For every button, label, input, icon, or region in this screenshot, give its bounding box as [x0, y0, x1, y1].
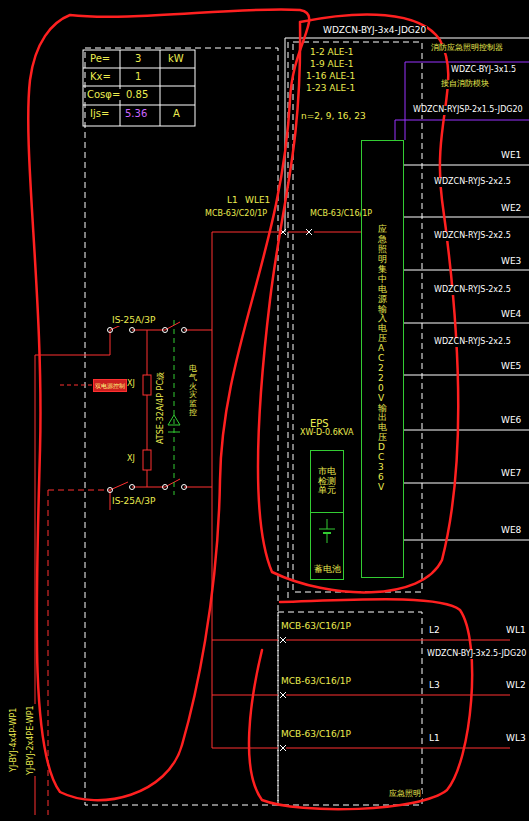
red-markup: [28, 9, 472, 809]
label-text: WE7: [500, 469, 522, 479]
label-text: YJ-BYJ-2x4PE-WP1: [27, 704, 36, 776]
label-text: L1: [226, 196, 239, 206]
label-text: MCB-63/C16/1P: [309, 210, 373, 219]
label-text: WDZC-BYJ-3x1.5: [450, 66, 517, 75]
parameter-grid: [83, 50, 195, 126]
label-text: WLE1: [244, 196, 271, 206]
label-text: IS-25A/3P: [111, 497, 156, 507]
label-text: 应急照明: [388, 790, 422, 799]
label-text: 1-23 ALE-1: [305, 84, 356, 94]
feeder-wires: [285, 38, 529, 540]
label-text: L3: [428, 681, 441, 691]
label-text: WDZCN-BYJ-3x2.5-JDG20: [426, 650, 527, 659]
label-text: IS-25A/3P: [111, 316, 156, 326]
node-text: 市电 检测 单元: [318, 467, 337, 497]
battery-box: 蓄电池: [311, 513, 343, 578]
label-text: 0.85: [125, 89, 149, 100]
label-text: Ijs=: [89, 108, 110, 119]
label-text: MCB-63/C16/1P: [280, 730, 352, 740]
signal-wires: [395, 62, 529, 140]
label-text: MCB-63/C16/1P: [280, 622, 352, 632]
label-text: WL2: [505, 681, 527, 691]
node-text: 双电源控制: [95, 380, 125, 391]
label-text: WE4: [500, 310, 522, 320]
label-text: 1-2 ALE-1: [309, 48, 354, 58]
label-text: XJ: [126, 380, 136, 389]
node-text: 蓄电池: [314, 565, 341, 575]
label-text: MCB-63/C20/1P: [204, 210, 268, 219]
power-unit-box: 应急照明集中电源输入电压AC220V输出电压DC36V: [361, 140, 404, 578]
label-text: WL3: [505, 734, 527, 744]
label-text: WE3: [500, 257, 522, 267]
label-text: WE6: [500, 416, 522, 426]
label-text: WDZCN-RYJS-2x2.5: [433, 286, 512, 295]
eps-unit: EPSXW-D-0.6KVA 市电 检测 单元蓄电池: [300, 418, 358, 580]
label-text: MCB-63/C16/1P: [280, 677, 352, 687]
label-text: n=2, 9, 16, 23: [300, 112, 367, 122]
label-text: 消防应急照明控制器: [430, 44, 504, 53]
label-text: WDZCN-RYJS-2x2.5: [433, 232, 512, 241]
label-text: 5.36: [124, 108, 148, 119]
label-text: ATSE-32A/4P PC级: [157, 371, 166, 445]
label-text: YJ-BYJ-4x4P-WP1: [10, 707, 19, 773]
label-text: XJ: [126, 455, 136, 464]
label-text: WL1: [505, 626, 527, 636]
label-text: L2: [428, 626, 441, 636]
node-text: XW-D-0.6KVA: [300, 429, 353, 438]
label-text: 电气火灾监控: [188, 365, 198, 418]
label-text: WE8: [500, 526, 522, 536]
node-text: 应急照明集中电源输入电压AC220V输出电压DC36V: [378, 225, 387, 492]
label-text: A: [172, 108, 181, 119]
contact-symbols: [108, 229, 313, 751]
battery-symbol: [311, 517, 343, 547]
label-text: WDZCN-RYJS-2x2.5: [433, 338, 512, 347]
label-text: 1: [134, 71, 142, 82]
label-text: WE1: [500, 151, 522, 161]
label-text: WE2: [500, 204, 522, 214]
node-text: EPS: [310, 418, 329, 429]
label-text: WDZCN-RYJS-2x2.5: [433, 178, 512, 187]
label-text: L1: [428, 734, 441, 744]
detect-unit-box: 市电 检测 单元: [311, 451, 343, 513]
label-text: WDZCN-RYJSP-2x1.5-JDG20: [412, 106, 524, 115]
label-text: WDZCN-BYJ-3x4-JDG20: [322, 26, 427, 36]
label-text: WE5: [500, 362, 522, 372]
label-text: 接自消防模块: [440, 80, 490, 89]
label-text: Kx=: [89, 71, 112, 82]
label-text: 3: [134, 53, 142, 64]
control-box: 双电源控制: [93, 379, 127, 392]
power-wires: [35, 232, 510, 815]
label-text: 1-16 ALE-1: [305, 72, 356, 82]
label-text: Cosφ=: [86, 89, 121, 100]
label-text: Pe=: [89, 53, 111, 64]
label-text: 1-9 ALE-1: [309, 60, 354, 70]
label-text: kW: [167, 53, 185, 64]
